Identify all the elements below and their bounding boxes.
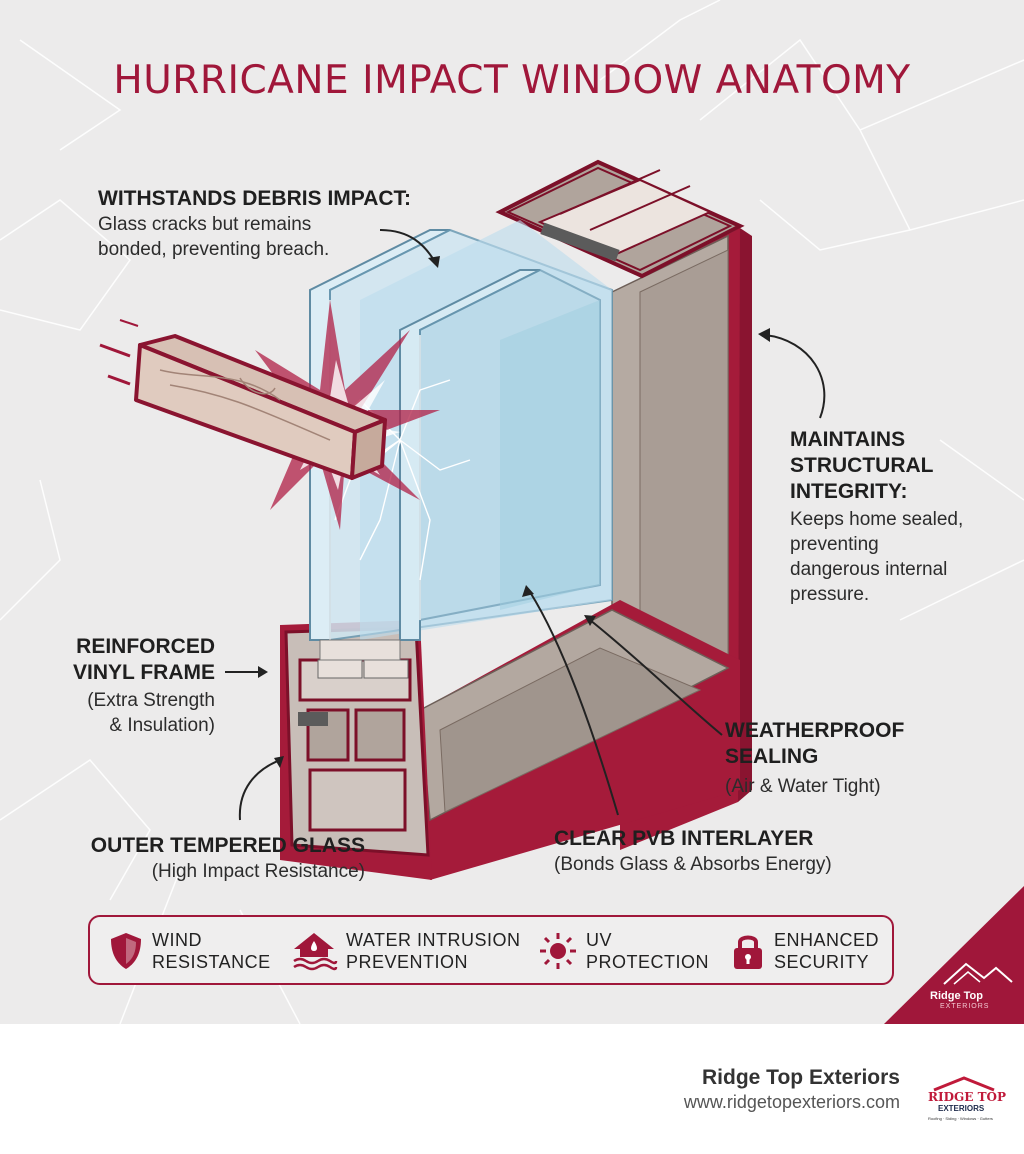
callout-arrowheads	[258, 256, 770, 768]
corner-badge: Ridge Top EXTERIORS	[884, 860, 1024, 1024]
callout-heading: OUTER TEMPERED GLASS	[90, 834, 365, 857]
callout-text: (Extra Strength & Insulation)	[87, 690, 215, 736]
footer: Ridge Top Exteriors www.ridgetopexterior…	[0, 1024, 1024, 1154]
corner-sub: EXTERIORS	[940, 1003, 990, 1010]
callout-heading: WEATHERPROOF SEALING	[725, 719, 905, 768]
frame-top-profile	[495, 159, 745, 279]
infographic-canvas: HURRICANE IMPACT WINDOW ANATOMY WITHSTAN…	[0, 0, 1024, 1024]
logo-line-1: RIDGE TOP	[928, 1090, 1006, 1104]
callout-outer-tempered-glass: OUTER TEMPERED GLASS (High Impact Resist…	[40, 833, 365, 884]
feature-label: WIND RESISTANCE	[152, 930, 271, 972]
shield-icon	[111, 933, 141, 969]
feature-uv-protection: UV PROTECTION	[538, 929, 709, 973]
callout-text: (Bonds Glass & Absorbs Energy)	[554, 854, 832, 875]
footer-website-link[interactable]: www.ridgetopexteriors.com	[683, 1092, 900, 1112]
callout-text: (Air & Water Tight)	[725, 776, 881, 797]
background-crack-lines	[0, 0, 1024, 1024]
feature-enhanced-security: ENHANCED SECURITY	[730, 929, 879, 973]
feature-label: UV PROTECTION	[586, 930, 710, 972]
callout-arrows	[225, 229, 826, 821]
feature-label: ENHANCED SECURITY	[774, 930, 880, 972]
roof-icon	[933, 1076, 995, 1092]
callout-text: (High Impact Resistance)	[151, 861, 365, 882]
corner-triangle	[884, 886, 1024, 1024]
glass-panes	[309, 220, 613, 661]
footer-company-name: Ridge Top Exteriors	[702, 1066, 900, 1089]
logo-line-3: Roofing · Siding · Windows · Gutters	[928, 1116, 993, 1121]
callout-weatherproof-sealing: WEATHERPROOF SEALING (Air & Water Tight)	[725, 718, 904, 799]
callout-text: Glass cracks but remains bonded, prevent…	[98, 214, 330, 260]
feature-label: WATER INTRUSION PREVENTION	[346, 930, 521, 972]
page-title: HURRICANE IMPACT WINDOW ANATOMY	[113, 58, 911, 103]
sun-icon	[540, 933, 576, 969]
callout-reinforced-frame: REINFORCED VINYL FRAME (Extra Strength &…	[40, 634, 215, 738]
footer-logo: RIDGE TOP EXTERIORS Roofing · Siding · W…	[924, 1076, 1014, 1136]
debris-wood-beam	[99, 319, 387, 480]
callout-debris-impact: WITHSTANDS DEBRIS IMPACT: Glass cracks b…	[98, 186, 411, 262]
corner-brand: Ridge Top	[930, 990, 983, 1002]
window-cross-section	[99, 159, 826, 880]
features-bar: WIND RESISTANCE WATER INTRUSION PREVENTI…	[88, 915, 894, 985]
callout-text: Keeps home sealed, preventing dangerous …	[790, 509, 964, 605]
callout-pvb-interlayer: CLEAR PVB INTERLAYER (Bonds Glass & Abso…	[554, 826, 832, 877]
callout-heading: MAINTAINS STRUCTURAL INTEGRITY:	[790, 428, 934, 503]
feature-wind-resistance: WIND RESISTANCE	[108, 929, 271, 973]
padlock-icon	[734, 935, 762, 969]
callout-heading: REINFORCED VINYL FRAME	[73, 635, 215, 684]
callout-structural-integrity: MAINTAINS STRUCTURAL INTEGRITY: Keeps ho…	[790, 427, 963, 607]
callout-heading: WITHSTANDS DEBRIS IMPACT:	[98, 187, 412, 210]
logo-line-2: EXTERIORS	[938, 1104, 985, 1113]
callout-heading: CLEAR PVB INTERLAYER	[554, 827, 814, 850]
feature-water-intrusion: WATER INTRUSION PREVENTION	[290, 929, 521, 973]
house-water-icon	[293, 933, 338, 971]
